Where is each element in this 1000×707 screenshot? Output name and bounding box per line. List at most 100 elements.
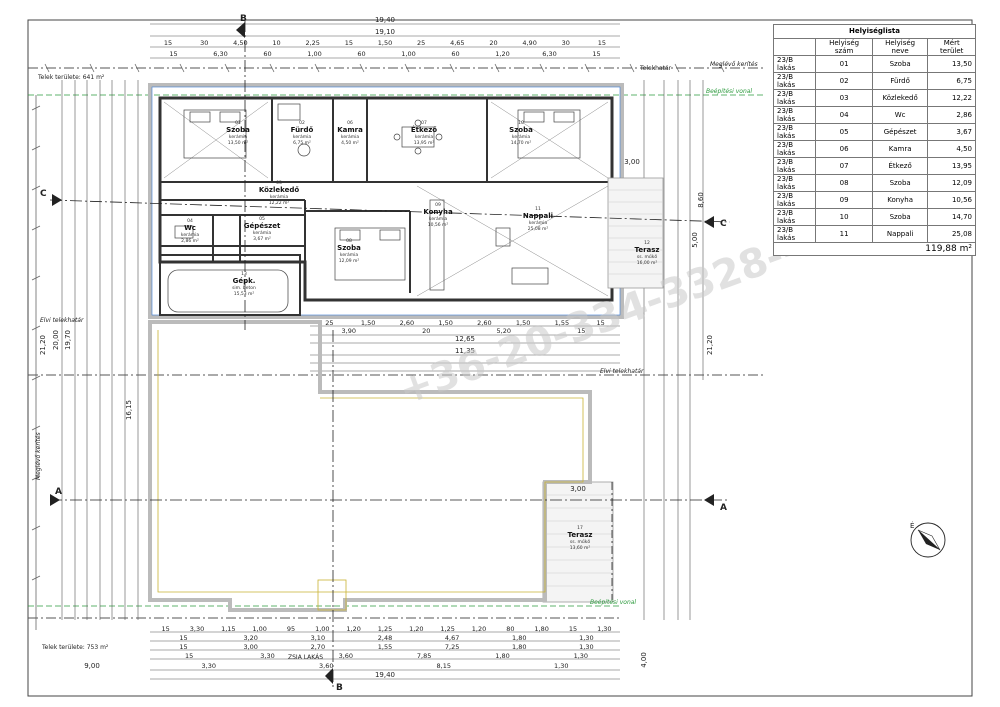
dim-label: 60: [263, 50, 271, 58]
dim-label: 20: [422, 327, 430, 335]
room-05-floor: kerámia: [253, 229, 271, 236]
room-01-name: Szoba: [226, 126, 250, 134]
dim-label: 20: [489, 39, 497, 47]
dim-label: 1,80: [534, 625, 548, 633]
room-09-area: 10,56 m²: [428, 222, 449, 228]
section-a-marker-right: [704, 494, 714, 506]
table-cell-num: 11: [815, 224, 873, 243]
room-08-number: 08: [346, 238, 352, 244]
table-cell-unit: 23/B lakás: [772, 224, 817, 243]
dim-label: 15: [345, 39, 353, 47]
room-02-name: Fürdő: [291, 125, 314, 134]
dim-label: 15: [598, 39, 606, 47]
table-cell-name: Kamra: [871, 139, 929, 158]
table-cell-area: 13,50: [927, 54, 976, 73]
room-10-name: Szoba: [509, 126, 533, 134]
dim-label: 15: [592, 50, 600, 58]
table-cell-num: 04: [815, 105, 873, 124]
room-12-floor: ss. műkő: [637, 254, 657, 260]
room-02-number: 02: [299, 120, 305, 126]
dim-label: 4,67: [445, 634, 459, 642]
table-header-cell: Helyiség szám: [815, 37, 873, 56]
dim-label: 1,15: [221, 625, 235, 633]
table-cell-name: Közlekedő: [871, 88, 929, 107]
section-b-letter-top: B: [240, 14, 247, 24]
section-c-marker-right: [704, 216, 714, 228]
dim-label: 1,30: [597, 625, 611, 633]
table-cell-num: 03: [815, 88, 873, 107]
room-01-area: 13,50 m²: [228, 140, 249, 146]
dim-label: 15: [569, 625, 577, 633]
dim-right-total: 21,20: [706, 335, 714, 355]
dim-label: 15: [162, 625, 170, 633]
dim-label: 3,30: [202, 662, 216, 670]
room-04-floor: kerámia: [181, 231, 199, 238]
dim-side-1970: 19,70: [64, 330, 72, 350]
dim-label: 3,30: [190, 625, 204, 633]
dim-top-total-2: 19,10: [375, 28, 395, 36]
section-c-letter-right: C: [720, 219, 727, 229]
room-01-number: 01: [235, 120, 241, 126]
table-cell-num: 05: [815, 122, 873, 141]
room-08-floor: kerámia: [340, 251, 358, 258]
table-cell-name: Szoba: [871, 207, 929, 226]
table-cell-name: Gépészet: [871, 122, 929, 141]
room-03-floor: kerámia: [270, 193, 288, 200]
dim-label: 1,00: [307, 50, 321, 58]
table-cell-num: 08: [815, 173, 873, 192]
room-09-number: 09: [435, 202, 441, 208]
table-cell-num: 10: [815, 207, 873, 226]
north-arrow-icon: [910, 522, 946, 558]
dim-label: 30: [200, 39, 208, 47]
dim-label: 6,30: [213, 50, 227, 58]
north-letter: É: [910, 521, 914, 530]
dim-mid-total-2: 11,35: [455, 347, 475, 355]
dim-label: 7,25: [445, 643, 459, 651]
room-13-number: 13: [241, 271, 247, 277]
room-17-floor: ss. műkő: [570, 539, 590, 545]
dim-label: 1,55: [555, 319, 569, 327]
table-cell-unit: 23/B lakás: [772, 139, 817, 158]
dim-label: 2,25: [305, 39, 319, 47]
room-08-name: Szoba: [337, 244, 361, 252]
dim-label: 1,80: [512, 634, 526, 642]
dim-label: 6,30: [542, 50, 556, 58]
dim-label: 1,30: [554, 662, 568, 670]
table-cell-name: Konyha: [871, 190, 929, 209]
table-cell-area: 3,67: [927, 122, 976, 141]
existing-fence-label-left: Meglévő kerítés: [35, 432, 42, 480]
room-13-name: Gépk.: [233, 277, 256, 285]
dim-label: 3,60: [319, 662, 333, 670]
dimension-lines-top: [150, 23, 620, 59]
table-cell-unit: 23/B lakás: [772, 156, 817, 175]
dim-label: 30: [562, 39, 570, 47]
room-05-area: 3,67 m²: [253, 236, 271, 242]
dim-label: 1,50: [516, 319, 530, 327]
dim-right-4: 4,00: [640, 652, 648, 668]
table-cell-area: 2,86: [927, 105, 976, 124]
table-cell-name: Étkező: [871, 156, 929, 175]
dim-label: 1,55: [378, 643, 392, 651]
dim-left-total: 21,20: [39, 335, 47, 355]
dim-label: 1,80: [512, 643, 526, 651]
section-c-marker-left: [52, 194, 62, 206]
room-diagonals: [163, 101, 609, 297]
room-08-area: 12,09 m²: [339, 258, 360, 264]
table-cell-name: Wc: [871, 105, 929, 124]
room-02-floor: kerámia: [293, 133, 311, 140]
house-walls: [158, 96, 614, 302]
section-b-letter-bottom: B: [336, 683, 343, 693]
room-06-number: 06: [347, 120, 353, 126]
dim-label: 1,30: [574, 652, 588, 660]
dim-label: 1,30: [579, 634, 593, 642]
dim-mid-total: 12,65: [455, 335, 475, 343]
table-cell-area: 13,95: [927, 156, 976, 175]
